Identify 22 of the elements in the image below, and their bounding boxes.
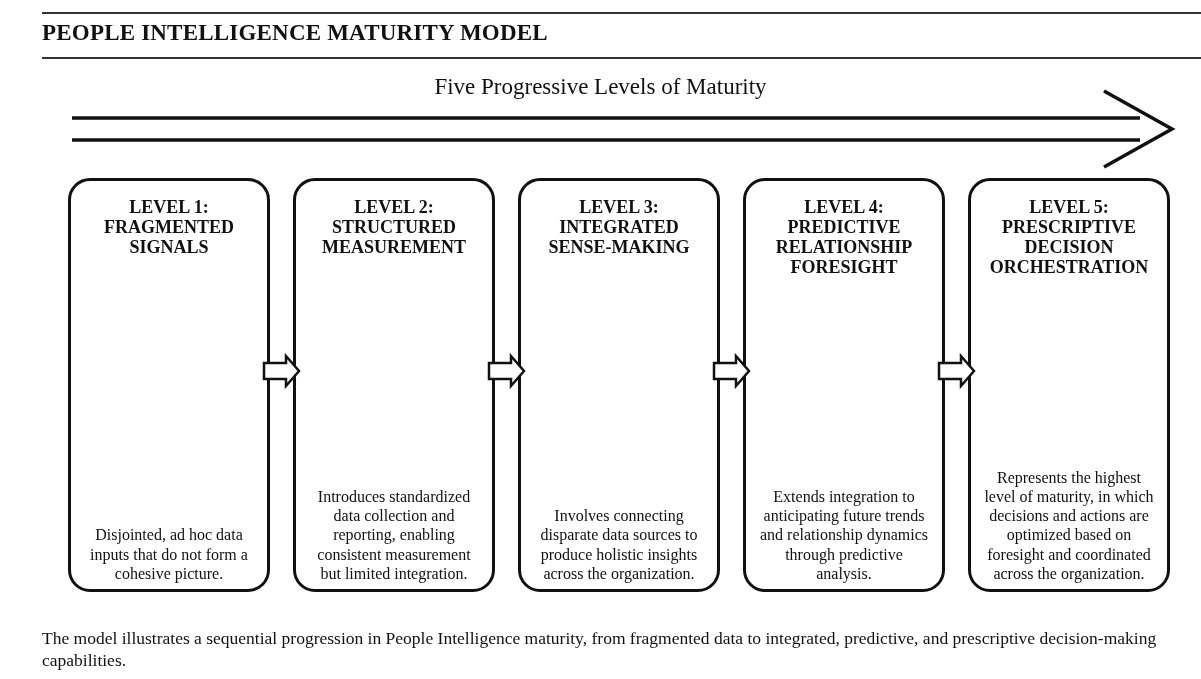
level-description: Extends integration to anticipating future trends and relationship dynamics through predictive analysis. <box>759 487 929 583</box>
level-heading: LEVEL 1: FRAGMENTED SIGNALS <box>103 197 235 258</box>
block-arrow <box>487 352 526 390</box>
arrow-label: Five Progressive Levels of Maturity <box>434 74 767 100</box>
level-description: Introduces standardized data collection and reporting, enabling consistent measurement but limited integration. <box>316 487 472 583</box>
caption: The model illustrates a sequential progression in People Intelligence maturity, from fragmented data to integrated, predictive, and prescriptive decision-making capabilities. <box>42 628 1158 672</box>
level-description: Represents the highest level of maturity, in which decisions and actions are optimized based on foresight and coordinated across the organization. <box>983 467 1155 583</box>
level-box <box>743 178 945 592</box>
title: PEOPLE INTELLIGENCE MATURITY MODEL <box>42 20 548 46</box>
level-heading: LEVEL 5: PRESCRIPTIVE DECISION ORCHESTRATION <box>988 197 1150 278</box>
level-heading: LEVEL 3: INTEGRATED SENSE-MAKING <box>547 197 691 258</box>
level-heading: LEVEL 2: STRUCTURED MEASUREMENT <box>321 197 467 258</box>
block-arrow <box>712 352 751 390</box>
level-box <box>518 178 720 592</box>
level-description: Involves connecting disparate data sources to produce holistic insights across the organization. <box>539 506 699 583</box>
level-box <box>293 178 495 592</box>
block-arrow <box>262 352 301 390</box>
block-arrow <box>937 352 976 390</box>
level-box <box>968 178 1170 592</box>
level-heading: LEVEL 4: PREDICTIVE RELATIONSHIP FORESIGHT <box>774 197 914 278</box>
level-description: Disjointed, ad hoc data inputs that do not form a cohesive picture. <box>89 525 249 583</box>
level-box <box>68 178 270 592</box>
